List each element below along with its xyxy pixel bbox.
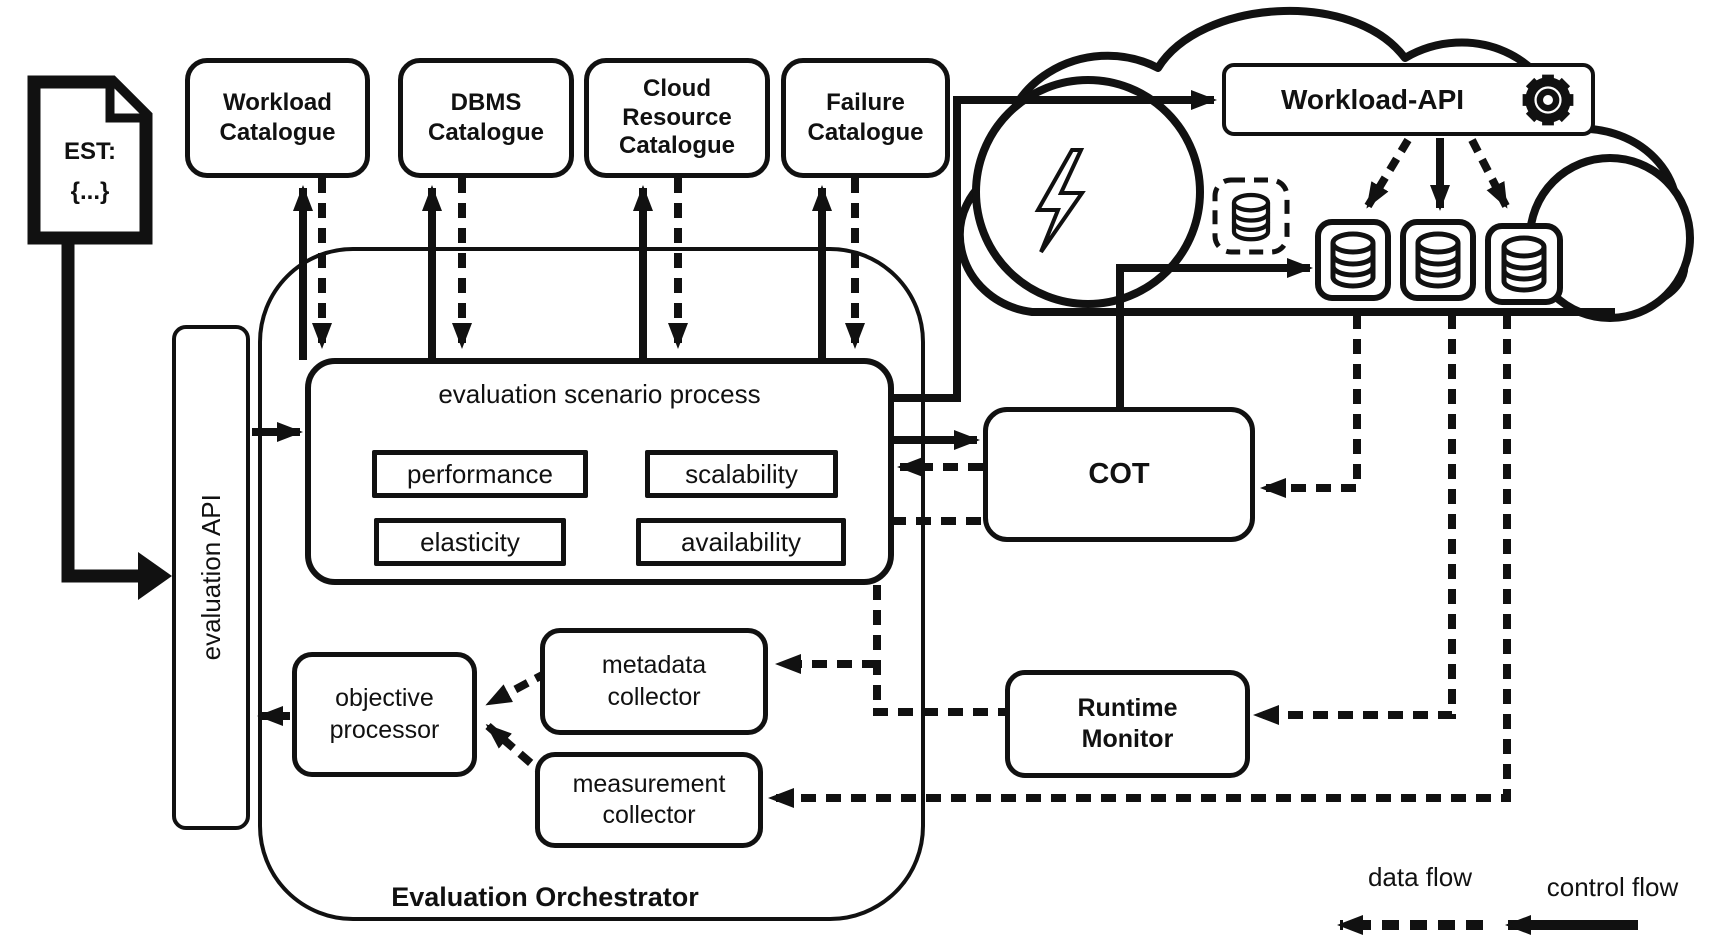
lightning-icon [1034,148,1086,254]
runtime-monitor: Runtime Monitor [1005,670,1250,778]
scenario-data-branch [775,585,1008,716]
est-to-evaluation-api-arrow [61,238,172,600]
provisioning-database-box [1212,177,1290,255]
metadata-to-objective-arrow [485,668,550,708]
objective-processor: objective processor [292,652,477,777]
cloud-to-measurement-data-arrow [768,314,1511,808]
elasticity-box: elasticity [374,518,566,566]
legend-control-flow-label: control flow [1546,872,1679,902]
est-document-icon [27,75,153,245]
scalability-box: scalability [645,450,838,498]
cot-to-database-arrow [1116,258,1313,407]
database-icon [1504,238,1544,290]
database-node-2 [1400,219,1476,301]
database-icon [1234,195,1268,239]
evaluation-orchestrator-label: Evaluation Orchestrator [391,882,699,912]
dbms-catalogue: DBMS Catalogue [398,58,574,178]
legend-data-flow-label: data flow [1367,862,1473,892]
cloud-resource-catalogue: Cloud Resource Catalogue [584,58,770,178]
evaluation-api: evaluation API [172,325,250,830]
metadata-collector: metadata collector [540,628,768,735]
cloud-to-cot-data-arrow [1260,314,1361,498]
workload-catalogue: Workload Catalogue [185,58,370,178]
database-node-1 [1315,219,1391,301]
availability-box: availability [636,518,846,566]
evaluation-orchestrator-container [258,247,925,921]
cloud-to-runtime-monitor-data-arrow [1253,314,1456,725]
workload-api-label: Workload-API [1280,84,1465,115]
database-icon [1418,234,1458,286]
gear-icon [1522,74,1574,125]
database-node-3 [1485,223,1563,305]
workload-api-fanout-arrows [1364,137,1510,211]
failure-catalogue: Failure Catalogue [781,58,950,178]
measurement-collector: measurement collector [535,752,763,848]
performance-box: performance [372,450,588,498]
workload-api: Workload-API [1222,63,1595,136]
scenario-process-title: evaluation scenario process [438,379,761,409]
database-icon [1333,234,1373,286]
cot-box: COT [983,407,1255,542]
est-document-title: EST: [63,138,116,165]
evaluation-api-label: evaluation API [195,494,226,661]
est-document-body: {...} [70,178,110,205]
